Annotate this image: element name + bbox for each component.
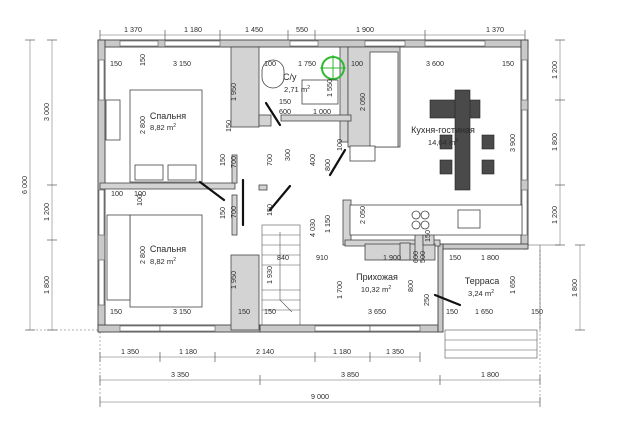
dim-int-30: 840: [277, 253, 289, 262]
room-name-bedroom-bottom: Спальня: [150, 244, 186, 254]
dim-int-25: 700: [229, 206, 238, 218]
dim-int-56: 150: [224, 120, 233, 132]
dim-bottom2-3: 1 800: [481, 370, 499, 379]
furniture: [105, 51, 523, 308]
dim-bottom2-2: 3 850: [341, 370, 359, 379]
dim-int-23: 150: [218, 207, 227, 219]
dim-top-3: 1 450: [245, 25, 263, 34]
dim-top-4: 550: [296, 25, 308, 34]
dim-int-54: 150: [423, 230, 432, 242]
dim-int-4: 1 750: [298, 59, 316, 68]
dim-int-18: 700: [265, 154, 274, 166]
dim-int-43: 3 150: [173, 307, 191, 316]
room-name-bathroom: С/у: [283, 72, 297, 82]
windows: [98, 40, 528, 332]
dim-int-29: 1 950: [229, 271, 238, 289]
room-area-bedroom-top: 8,82 m2: [150, 123, 176, 132]
dim-int-38: 250: [422, 294, 431, 306]
dim-right-1: 1 200: [550, 61, 559, 79]
dim-int-9: 150: [279, 97, 291, 106]
dim-int-17: 700: [229, 156, 238, 168]
staircase: [261, 224, 301, 326]
dim-int-52: 500: [418, 251, 427, 263]
dim-top-1: 1 370: [124, 25, 142, 34]
dim-int-24: 150: [265, 204, 274, 216]
dim-top-2: 1 180: [184, 25, 202, 34]
dim-int-3: 100: [264, 59, 276, 68]
dim-bottom-1: 1 350: [121, 347, 139, 356]
room-area-bedroom-bottom: 8,82 m2: [150, 257, 176, 266]
dim-int-42: 150: [110, 307, 122, 316]
dim-right-4: 1 800: [570, 279, 579, 297]
dim-int-41: 1 650: [508, 276, 517, 294]
dim-int-27: 1 150: [323, 215, 332, 233]
room-name-kitchen: Кухня-гостиная: [411, 125, 475, 135]
dim-left-1: 3 000: [42, 103, 51, 121]
dim-int-2: 3 150: [173, 59, 191, 68]
dim-int-37: 800: [406, 280, 415, 292]
dim-int-48: 100: [134, 189, 146, 198]
dimension-texts: 1 370 1 180 1 450 550 1 900 1 370 1 350 …: [20, 25, 579, 401]
dim-left-3: 1 800: [42, 276, 51, 294]
dim-int-16: 150: [218, 154, 227, 166]
dim-int-21: 800: [323, 159, 332, 171]
dim-int-34: 150: [449, 253, 461, 262]
dim-int-26: 4 030: [308, 219, 317, 237]
dim-int-51: 3 900: [508, 134, 517, 152]
dim-int-13: 1 550: [325, 79, 334, 97]
dim-int-5: 100: [351, 59, 363, 68]
dim-int-40: 1 650: [475, 307, 493, 316]
dim-int-53: 600: [411, 251, 420, 263]
dim-int-44: 150: [238, 307, 250, 316]
dim-int-36: 3 650: [368, 307, 386, 316]
dim-int-14: 2 800: [138, 116, 147, 134]
dim-int-45: 150: [264, 307, 276, 316]
room-name-bedroom-top: Спальня: [150, 111, 186, 121]
room-area-terrace: 3,24 m2: [468, 289, 494, 298]
dim-bottom-5: 1 350: [386, 347, 404, 356]
dim-right-2: 1 800: [550, 133, 559, 151]
room-area-kitchen: 14,04 m2: [428, 138, 458, 147]
dim-int-22: 100: [335, 139, 344, 151]
room-labels: Спальня 8,82 m2 Спальня 8,82 m2 С/у 2,71…: [150, 72, 499, 298]
dim-int-15: 2 800: [138, 246, 147, 264]
dim-int-47: 150: [138, 54, 147, 66]
dim-int-8: 1 950: [229, 83, 238, 101]
dim-int-32: 1 700: [335, 281, 344, 299]
dim-int-1: 150: [110, 59, 122, 68]
room-name-hall: Прихожая: [356, 272, 398, 282]
dim-int-50: 1 930: [265, 266, 274, 284]
dim-int-11: 1 000: [313, 107, 331, 116]
dim-int-35: 1 800: [481, 253, 499, 262]
dim-int-19: 300: [283, 149, 292, 161]
dim-left-2: 1 200: [42, 203, 51, 221]
dim-bottom-total: 9 000: [311, 392, 329, 401]
dim-int-10: 600: [279, 107, 291, 116]
dim-bottom2-1: 3 350: [171, 370, 189, 379]
dim-bottom-2: 1 180: [179, 347, 197, 356]
dim-int-28: 2 050: [358, 206, 367, 224]
room-area-hall: 10,32 m2: [361, 285, 391, 294]
dim-bottom-4: 1 180: [333, 347, 351, 356]
doors: [198, 101, 462, 307]
dim-int-20: 400: [308, 154, 317, 166]
dim-int-55: 100: [135, 194, 144, 206]
dim-int-49: 100: [111, 189, 123, 198]
dim-top-6: 1 370: [486, 25, 504, 34]
room-area-bathroom: 2,71 m2: [284, 85, 310, 94]
dim-left-outer: 6 000: [20, 176, 29, 194]
dim-int-46: 150: [531, 307, 543, 316]
dim-int-39: 150: [446, 307, 458, 316]
terrace-steps: [444, 244, 560, 359]
dim-int-31: 910: [316, 253, 328, 262]
dim-bottom-3: 2 140: [256, 347, 274, 356]
dim-top-5: 1 900: [356, 25, 374, 34]
room-name-terrace: Терраса: [465, 276, 500, 286]
dim-int-33: 1 900: [383, 253, 401, 262]
dim-int-6: 3 600: [426, 59, 444, 68]
dim-int-7: 150: [502, 59, 514, 68]
dim-right-3: 1 200: [550, 206, 559, 224]
dim-int-12: 2 050: [358, 93, 367, 111]
